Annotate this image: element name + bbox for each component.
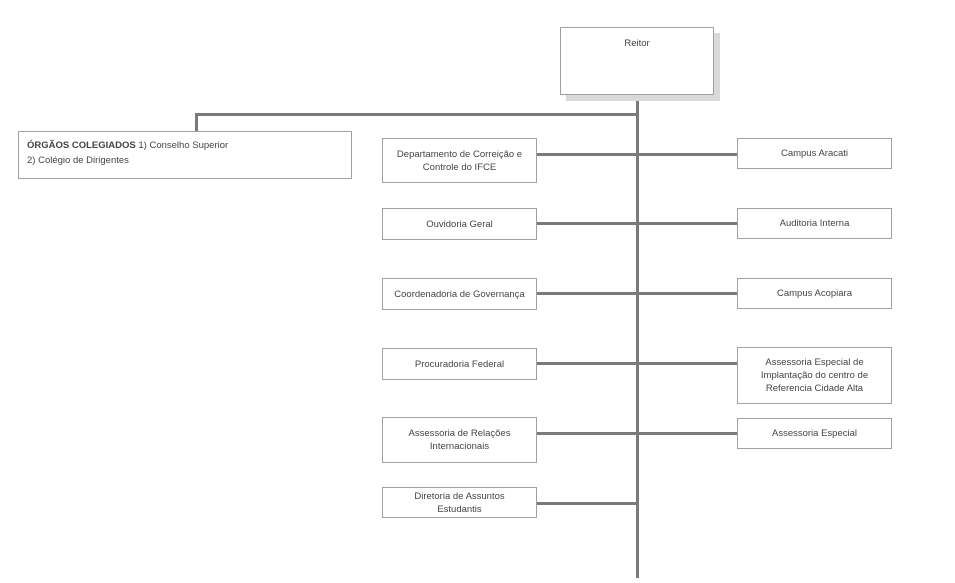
connector-row-4: [537, 362, 737, 365]
box-assessoria-especial: Assessoria Especial: [737, 418, 892, 449]
node-label: Assessoria de Relações Internacionais: [408, 428, 511, 452]
top-branch-line: [195, 113, 639, 116]
box-assessoria-relacoes-internacionais: Assessoria de Relações Internacionais: [382, 417, 537, 463]
connector-row-3: [537, 292, 737, 295]
box-ouvidoria-geral: Ouvidoria Geral: [382, 208, 537, 240]
node-label: Procuradoria Federal: [414, 358, 505, 370]
node-label: Coordenadoria de Governança: [394, 288, 525, 300]
node-label: Departamento de Correição e Controle do …: [396, 148, 523, 173]
box-departamento-correicao: Departamento de Correição e Controle do …: [382, 138, 537, 183]
box-diretoria-assuntos-estudantis: Diretoria de Assuntos Estudantis: [382, 487, 537, 518]
trunk-line: [636, 95, 639, 578]
reitor-label: Reitor: [624, 38, 650, 49]
node-label: Auditoria Interna: [779, 218, 850, 229]
orgaos-item-1: 1) Conselho Superior: [138, 140, 229, 151]
box-assessoria-implantacao-cidade-alta: Assessoria Especial de Implantação do ce…: [737, 347, 892, 404]
orgaos-line-1: ÓRGÃOS COLEGIADOS 1) Conselho Superior: [27, 138, 343, 153]
box-orgaos-colegiados: ÓRGÃOS COLEGIADOS 1) Conselho Superior 2…: [18, 131, 352, 179]
box-procuradoria-federal: Procuradoria Federal: [382, 348, 537, 380]
connector-row-6: [537, 502, 639, 505]
node-label: Campus Aracati: [780, 148, 849, 159]
box-coordenadoria-governanca: Coordenadoria de Governança: [382, 278, 537, 310]
node-label: Campus Acopiara: [777, 288, 852, 299]
box-reitor: Reitor: [560, 27, 714, 95]
orgaos-item-2: 2) Colégio de Dirigentes: [27, 155, 129, 166]
node-label: Assessoria Especial: [771, 428, 857, 439]
connector-row-1: [537, 153, 737, 156]
node-label: Diretoria de Assuntos Estudantis: [414, 490, 505, 515]
node-label: Ouvidoria Geral: [426, 218, 493, 230]
connector-row-5: [537, 432, 737, 435]
orgaos-stub-line: [195, 113, 198, 132]
node-label: Assessoria Especial de Implantação do ce…: [760, 357, 869, 394]
connector-row-2: [537, 222, 737, 225]
box-campus-aracati: Campus Aracati: [737, 138, 892, 169]
orgaos-heading: ÓRGÃOS COLEGIADOS: [27, 140, 136, 151]
box-campus-acopiara: Campus Acopiara: [737, 278, 892, 309]
box-auditoria-interna: Auditoria Interna: [737, 208, 892, 239]
